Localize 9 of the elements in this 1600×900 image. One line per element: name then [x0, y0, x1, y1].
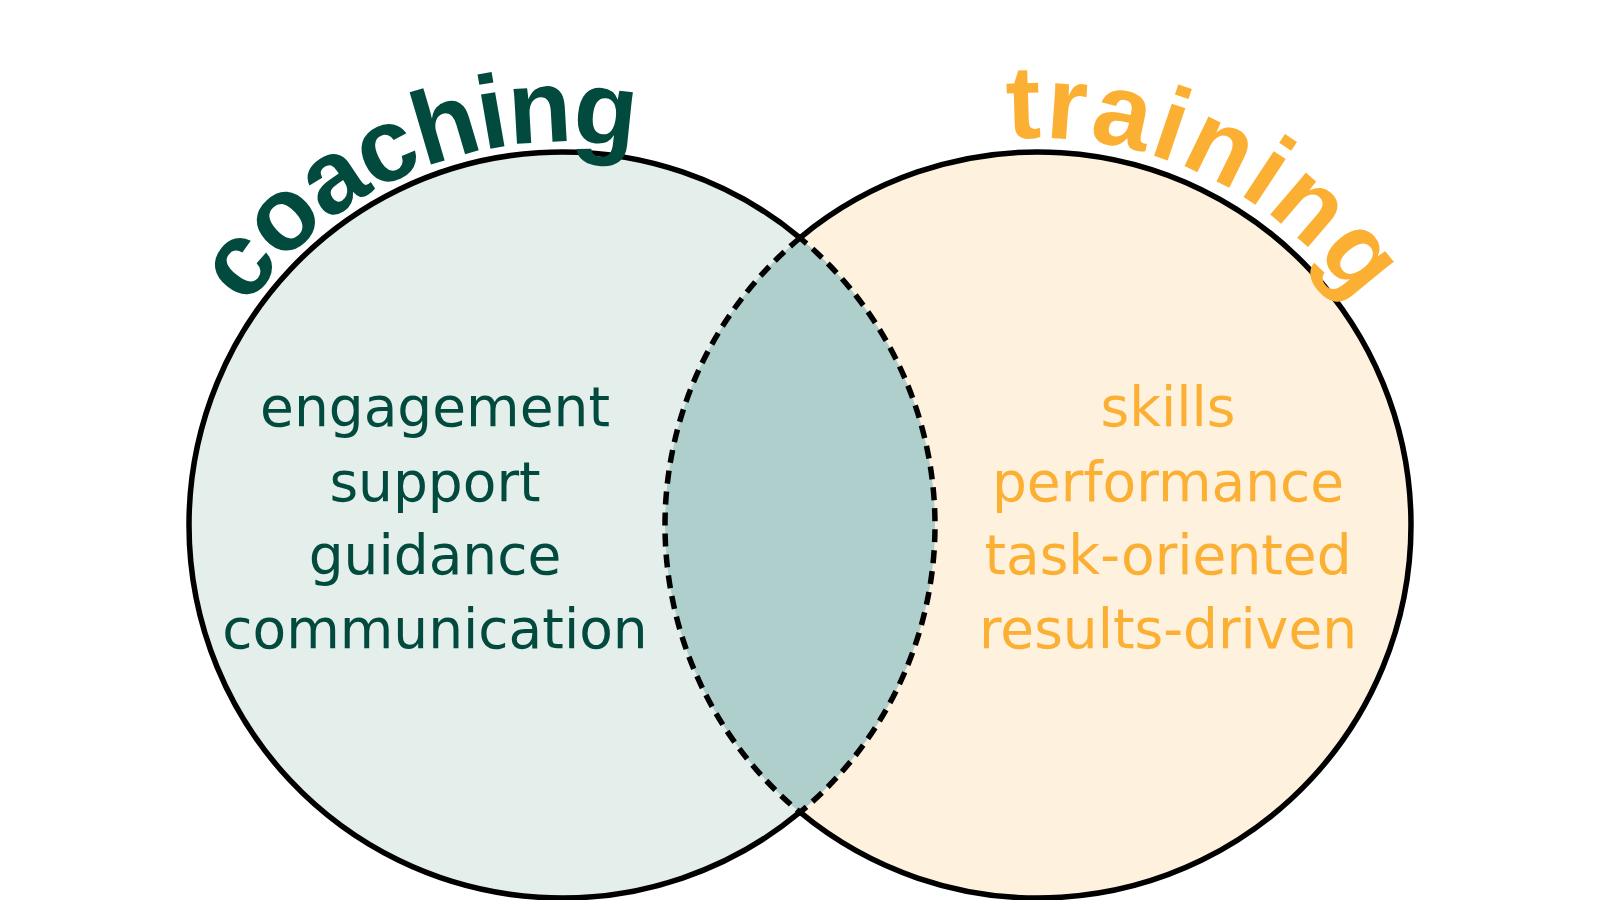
keyword-label: guidance	[308, 523, 562, 587]
keyword-label: support	[329, 450, 541, 514]
keyword-label: results-driven	[978, 597, 1358, 661]
overlap-region	[665, 237, 935, 813]
keyword-label: task-oriented	[984, 523, 1352, 587]
keyword-label: performance	[991, 450, 1345, 514]
keyword-label: skills	[1100, 375, 1236, 439]
keyword-label: engagement	[260, 375, 610, 439]
keyword-label: communication	[222, 597, 648, 661]
